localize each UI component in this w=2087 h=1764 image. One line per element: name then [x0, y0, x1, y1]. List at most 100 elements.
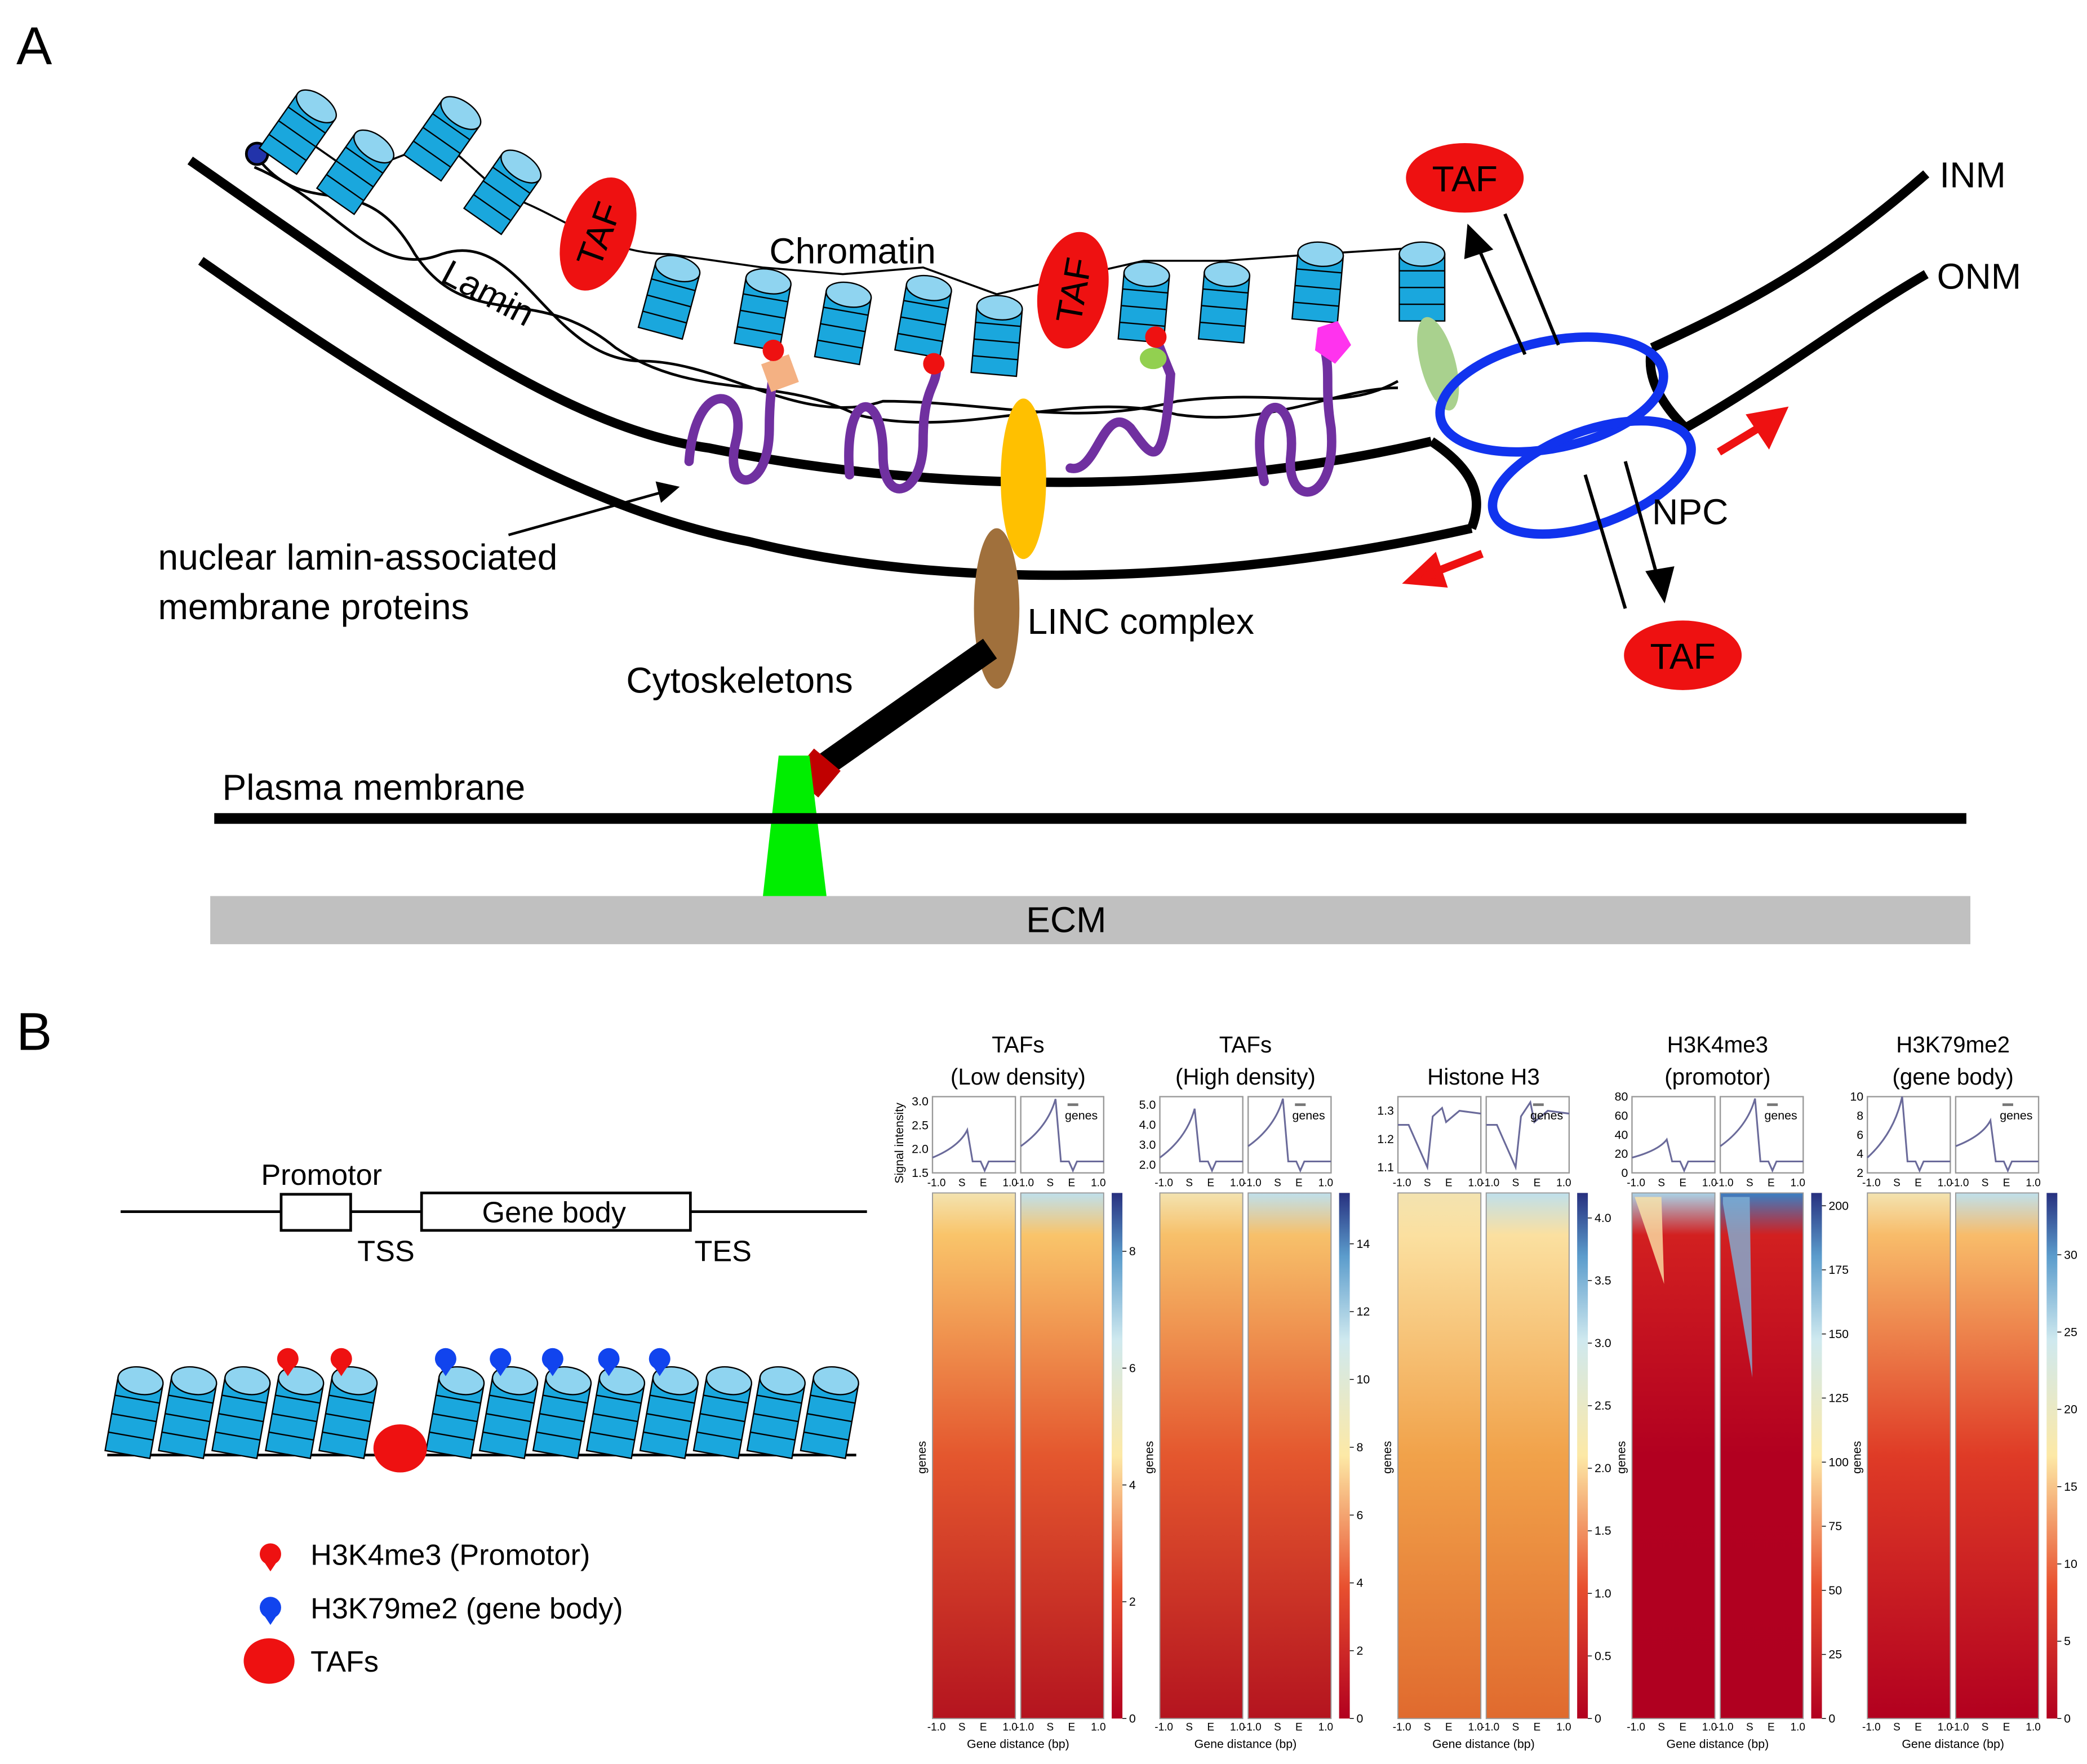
heatmap-x-tick: S — [1982, 1722, 1989, 1734]
heatmap-x-tick: S — [1274, 1722, 1281, 1734]
x-tick: E — [2003, 1178, 2010, 1189]
promotor-label: Promotor — [261, 1159, 382, 1192]
colorbar-tick: 25 — [2064, 1325, 2077, 1339]
heatmap-x-tick: 1.0 — [1230, 1722, 1245, 1734]
nucleosome-icon — [814, 281, 872, 366]
heatmap-x-tick: -1.0 — [1243, 1722, 1262, 1734]
colorbar — [1339, 1193, 1350, 1719]
gene-body-box — [420, 1192, 692, 1232]
panel-title-line2: (Low density) — [951, 1064, 1086, 1090]
panel-b-label: B — [16, 1002, 52, 1061]
x-tick: -1.0 — [1627, 1178, 1645, 1189]
colorbar-tick: 10 — [2064, 1557, 2077, 1571]
heatmap-block — [1020, 1192, 1104, 1719]
heatmap-block — [932, 1192, 1016, 1719]
heatmap-x-tick: E — [2003, 1722, 2010, 1734]
lamin-filaments — [253, 153, 1399, 424]
taf-legend-icon — [243, 1638, 295, 1684]
nucleosome-icon — [1398, 241, 1446, 322]
x-tick: S — [1424, 1178, 1431, 1189]
profile-y-tick: 3.0 — [1139, 1138, 1156, 1152]
profile-legend-label: genes — [1764, 1109, 1797, 1122]
heatmap-x-tick: 1.0 — [1002, 1722, 1017, 1734]
profile-plot-frame — [1159, 1096, 1244, 1174]
profile-y-tick: 1.2 — [1377, 1132, 1394, 1146]
histone-marks-a — [761, 317, 1459, 411]
colorbar — [1811, 1193, 1822, 1719]
profile-curve — [1486, 1100, 1570, 1171]
profile-y-tick: 1.5 — [912, 1166, 929, 1180]
heatmap-x-tick: E — [1768, 1722, 1775, 1734]
x-tick: 1.0 — [1468, 1178, 1483, 1189]
heatmap-x-tick: S — [1424, 1722, 1431, 1734]
outer-nuclear-membrane — [198, 257, 1473, 580]
profile-legend-label: genes — [1530, 1109, 1563, 1122]
x-tick: E — [1445, 1178, 1453, 1189]
profile-y-tick: 60 — [1615, 1109, 1628, 1122]
colorbar-tick: 175 — [1828, 1263, 1849, 1277]
legend-item: TAFs — [243, 1638, 379, 1684]
nucleosome-icon — [403, 96, 482, 182]
colorbar-tick: 2 — [1129, 1595, 1136, 1609]
colorbar-tick: 0.5 — [1595, 1649, 1611, 1663]
heatmap-x-tick: -1.0 — [1393, 1722, 1411, 1734]
heatmap-x-tick: E — [1207, 1722, 1214, 1734]
heatmap-x-tick: -1.0 — [1481, 1722, 1499, 1734]
heatmap-x-tick: E — [1679, 1722, 1686, 1734]
panel-a-label: A — [16, 16, 52, 76]
linc-inner-protein — [1001, 398, 1046, 559]
profile-curve — [1159, 1108, 1243, 1173]
nucleosome-icon — [894, 274, 952, 359]
x-axis-label: Gene distance (bp) — [1902, 1738, 2004, 1751]
colorbar-tick: 4 — [1129, 1478, 1136, 1492]
panel-title-line1: TAFs — [1219, 1032, 1272, 1057]
inm-right — [1650, 170, 1930, 352]
transport-arrows — [1464, 213, 1675, 609]
x-tick: E — [1207, 1178, 1214, 1189]
onm-label: ONM — [1937, 256, 2022, 297]
heatmap-x-tick: S — [1047, 1722, 1054, 1734]
nucleosome-icon — [585, 1366, 646, 1460]
tes-label: TES — [694, 1235, 752, 1268]
x-tick: S — [1746, 1178, 1753, 1189]
heatmap-x-tick: 1.0 — [1468, 1722, 1483, 1734]
profile-legend-label: genes — [1065, 1109, 1098, 1122]
histone-mark-icon — [434, 1348, 456, 1376]
x-axis-label: Gene distance (bp) — [1432, 1738, 1535, 1751]
heatmap-x-tick: -1.0 — [1715, 1722, 1734, 1734]
taf-icon: TAF — [560, 177, 637, 291]
x-tick: S — [1512, 1178, 1520, 1189]
nucleosomes-chromatin — [258, 89, 1446, 377]
gene-body-label: Gene body — [482, 1197, 625, 1229]
x-tick: -1.0 — [1243, 1178, 1262, 1189]
profile-y-tick: 6 — [1857, 1128, 1863, 1141]
lamin-proteins-pointer — [508, 491, 663, 536]
colorbar-tick: 0 — [1356, 1712, 1363, 1725]
nucleosome-icon — [211, 1366, 271, 1460]
profile-y-tick: 2.0 — [912, 1143, 929, 1156]
x-tick: 1.0 — [1318, 1178, 1333, 1189]
heatmap-x-tick: -1.0 — [1627, 1722, 1645, 1734]
nucleosome-icon — [265, 1366, 325, 1460]
taf-bound-icon — [373, 1424, 427, 1473]
colorbar-tick: 75 — [1828, 1519, 1842, 1533]
tss-label: TSS — [357, 1235, 415, 1268]
nucleosome-icon — [639, 1366, 699, 1460]
ecm-label: ECM — [1026, 900, 1106, 940]
profile-plot-frame — [1955, 1096, 2040, 1174]
heatmap-block — [1485, 1192, 1570, 1719]
x-tick: E — [1068, 1178, 1076, 1189]
x-axis-label: Gene distance (bp) — [1195, 1738, 1297, 1751]
x-tick: S — [1047, 1178, 1054, 1189]
profile-plot-frame — [931, 1096, 1016, 1174]
heatmap-block — [1159, 1192, 1244, 1719]
profile-y-tick: 2 — [1857, 1166, 1863, 1180]
onm-right — [1683, 270, 1929, 432]
nucleosome-icon — [463, 149, 542, 236]
nucleosome-icon — [425, 1366, 485, 1460]
x-tick: 1.0 — [1091, 1178, 1105, 1189]
ecm-bar — [210, 896, 1971, 944]
